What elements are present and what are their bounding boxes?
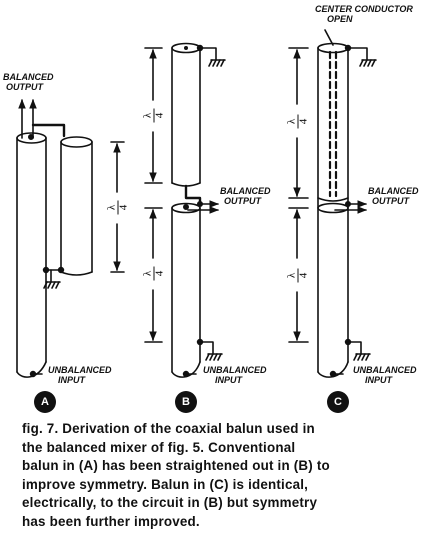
panel-c-quarter-wave-lower: λ 4 (286, 268, 310, 283)
panel-b-badge: B (175, 391, 197, 413)
panel-b-quarter-wave-upper: λ 4 (142, 108, 166, 123)
panel-c-top-label: CENTER CONDUCTOR OPEN (315, 4, 413, 24)
panel-a-output-label: BALANCED OUTPUT (3, 72, 54, 92)
panel-c-badge: C (327, 391, 349, 413)
panel-a-quarter-wave: λ 4 (106, 200, 130, 215)
panel-c-output-label: BALANCED OUTPUT (368, 186, 419, 206)
panel-a-badge: A (34, 391, 56, 413)
panel-b-quarter-wave-lower: λ 4 (142, 266, 166, 281)
panel-c-quarter-wave-upper: λ 4 (286, 114, 310, 129)
panel-c-input-label: UNBALANCED INPUT (353, 365, 417, 385)
caption-line: has been further improved. (22, 513, 200, 529)
panel-b-drawing (144, 42, 226, 378)
caption-line: electrically, to the circuit in (B) but … (22, 495, 318, 510)
panel-c-drawing (288, 29, 377, 378)
panel-a-input-label: UNBALANCED INPUT (48, 365, 112, 385)
caption-line: improve symmetry. Balun in (C) is identi… (22, 476, 309, 492)
panel-b-output-label: BALANCED OUTPUT (220, 186, 271, 206)
figure-caption: fig. 7. Derivation of the coaxial balun … (22, 420, 414, 531)
panel-a-drawing (16, 99, 125, 378)
caption-line: balun in (A) has been straightened out i… (22, 458, 330, 473)
caption-line: the balanced mixer of fig. 5. Convention… (22, 439, 296, 455)
caption-line: fig. 7. Derivation of the coaxial balun … (22, 421, 315, 436)
panel-b-input-label: UNBALANCED INPUT (203, 365, 267, 385)
